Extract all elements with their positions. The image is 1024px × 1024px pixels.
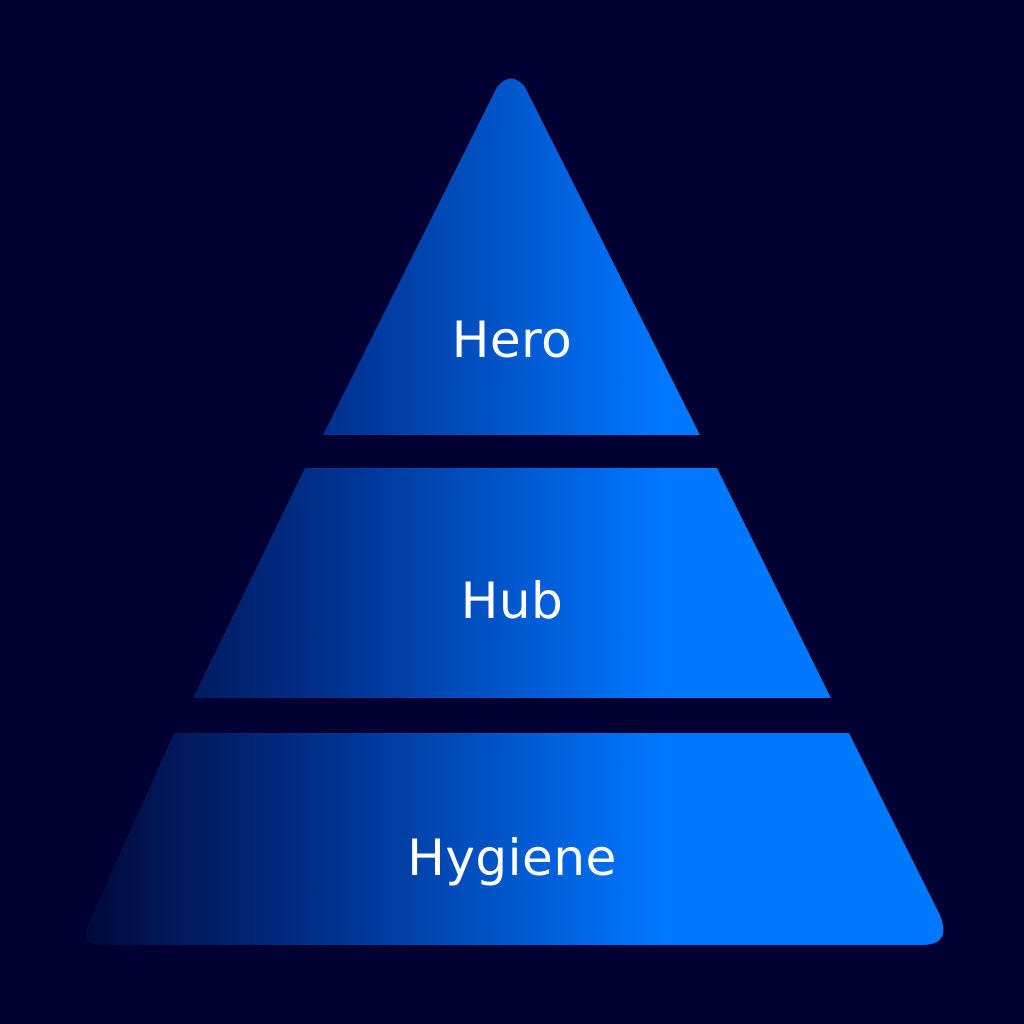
- tier-hub-label: Hub: [460, 572, 564, 630]
- tier-hygiene-label: Hygiene: [407, 829, 617, 887]
- tier-hero-shape: [323, 78, 700, 435]
- tier-hygiene-shape: [85, 733, 944, 945]
- tier-hub-shape: [193, 468, 831, 698]
- tier-hero-label: Hero: [451, 311, 573, 369]
